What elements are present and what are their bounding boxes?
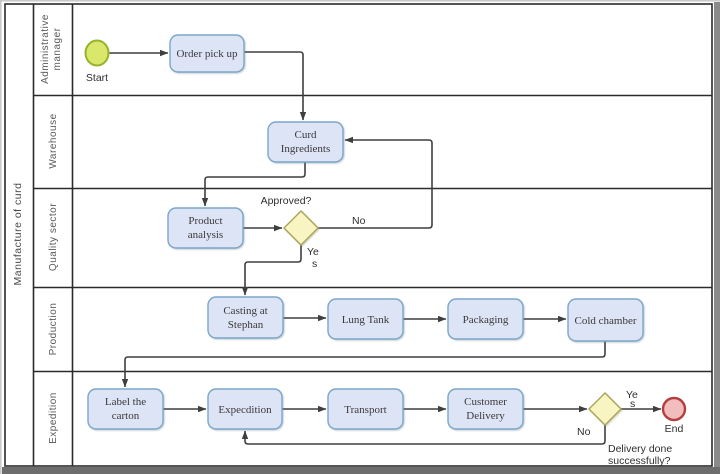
lane-label-administrative-manager-line1: Administrative <box>40 14 51 84</box>
task-casting-at-stephan-label-line2: Stephan <box>228 319 264 331</box>
task-order-pick-up: Order pick up <box>169 34 245 73</box>
task-lung-tank: Lung Tank <box>327 298 404 340</box>
lane-label-quality-sector: Quality sector <box>48 203 59 271</box>
gateway-approved-yes-label-line1: Ye <box>307 246 319 258</box>
task-product-analysis-label-line2: analysis <box>188 229 223 241</box>
start-event: Start <box>84 39 110 84</box>
task-casting-at-stephan: Casting at Stephan <box>207 296 284 339</box>
task-lung-tank-box <box>327 298 404 340</box>
gateway-delivery-done-yes-label-line1: Ye <box>626 389 638 401</box>
task-label-the-carton-label-line1: Label the <box>105 396 146 408</box>
lane-label-administrative-manager-line2: manager <box>52 27 63 70</box>
gateway-delivery-done: Ye s No Delivery done successfully? <box>577 389 672 467</box>
gateway-approved-yes-label-line2: s <box>312 258 317 270</box>
task-curd-ingredients-label-line1: Curd <box>295 129 318 141</box>
gateway-approved-question: Approved? <box>261 195 312 207</box>
task-product-analysis-label-line1: Product <box>188 215 222 227</box>
task-casting-at-stephan-label-line1: Casting at <box>223 305 267 317</box>
flow-approved-yes-to-casting <box>241 245 302 296</box>
task-packaging-label: Packaging <box>463 314 509 326</box>
end-event: End <box>661 396 687 435</box>
gateway-delivery-done-diamond <box>588 392 622 426</box>
task-transport: Transport <box>327 388 404 430</box>
task-transport-box <box>327 388 404 430</box>
gateway-approved-no-label: No <box>352 215 366 227</box>
task-product-analysis-box <box>167 207 244 249</box>
task-cold-chamber-box <box>567 298 644 342</box>
task-customer-delivery-box <box>447 388 524 430</box>
pool-title: Manufacture of curd <box>12 183 24 286</box>
task-cold-chamber: Cold chamber <box>567 298 644 342</box>
task-label-the-carton-label-line2: carton <box>112 410 140 422</box>
task-customer-delivery-label-line1: Customer <box>464 396 507 408</box>
task-casting-at-stephan-box <box>207 296 284 339</box>
pool-border <box>4 3 713 467</box>
task-customer-delivery: Customer Delivery <box>447 388 524 430</box>
end-event-circle <box>661 396 687 422</box>
lane-label-warehouse: Warehouse <box>48 113 59 168</box>
flow-cold-chamber-to-label-the-carton <box>121 341 606 388</box>
task-curd-ingredients: Curd Ingredients <box>267 121 344 163</box>
task-product-analysis: Product analysis <box>167 207 244 249</box>
frame-right-bar <box>714 2 720 467</box>
flow-order-pick-up-to-curd-ingredients <box>244 51 307 121</box>
frame-bottom-bar <box>2 467 720 474</box>
task-curd-ingredients-label-line2: Ingredients <box>281 143 330 155</box>
lane-label-production: Production <box>48 303 59 356</box>
pool: Manufacture of curd Administrative manag… <box>4 3 713 467</box>
task-transport-label: Transport <box>344 404 386 416</box>
start-event-circle <box>84 39 110 67</box>
task-curd-ingredients-box <box>267 121 344 163</box>
flow-curd-ingredients-to-product-analysis <box>201 162 306 207</box>
gateway-approved-diamond <box>283 210 319 246</box>
gateway-delivery-done-no-label: No <box>577 426 591 438</box>
flow-approved-no-to-curd-ingredients <box>318 136 433 229</box>
task-customer-delivery-label-line2: Delivery <box>466 410 505 422</box>
task-cold-chamber-label: Cold chamber <box>574 315 636 327</box>
gateway-delivery-done-yes-label-line2: s <box>630 398 635 410</box>
task-label-the-carton-box <box>87 388 164 430</box>
flow-delivery-no-to-expedition <box>241 425 606 445</box>
sequence-flows <box>109 49 662 445</box>
end-event-label: End <box>665 423 684 435</box>
gateway-approved: Approved? No Ye s <box>261 195 366 270</box>
task-expedition-label: Expecdition <box>218 404 272 416</box>
task-expedition: Expecdition <box>207 388 283 430</box>
task-packaging: Packaging <box>447 298 524 340</box>
gateway-delivery-done-question-line1: Delivery done <box>608 443 672 455</box>
task-label-the-carton: Label the carton <box>87 388 164 430</box>
gateway-delivery-done-question-line2: successfully? <box>608 455 671 467</box>
task-expedition-box <box>207 388 283 430</box>
lane-label-expedition: Expedition <box>48 392 59 444</box>
start-event-label: Start <box>86 72 108 84</box>
task-packaging-box <box>447 298 524 340</box>
task-order-pick-up-label: Order pick up <box>176 48 238 60</box>
task-order-pick-up-box <box>169 34 245 73</box>
task-lung-tank-label: Lung Tank <box>342 314 390 326</box>
